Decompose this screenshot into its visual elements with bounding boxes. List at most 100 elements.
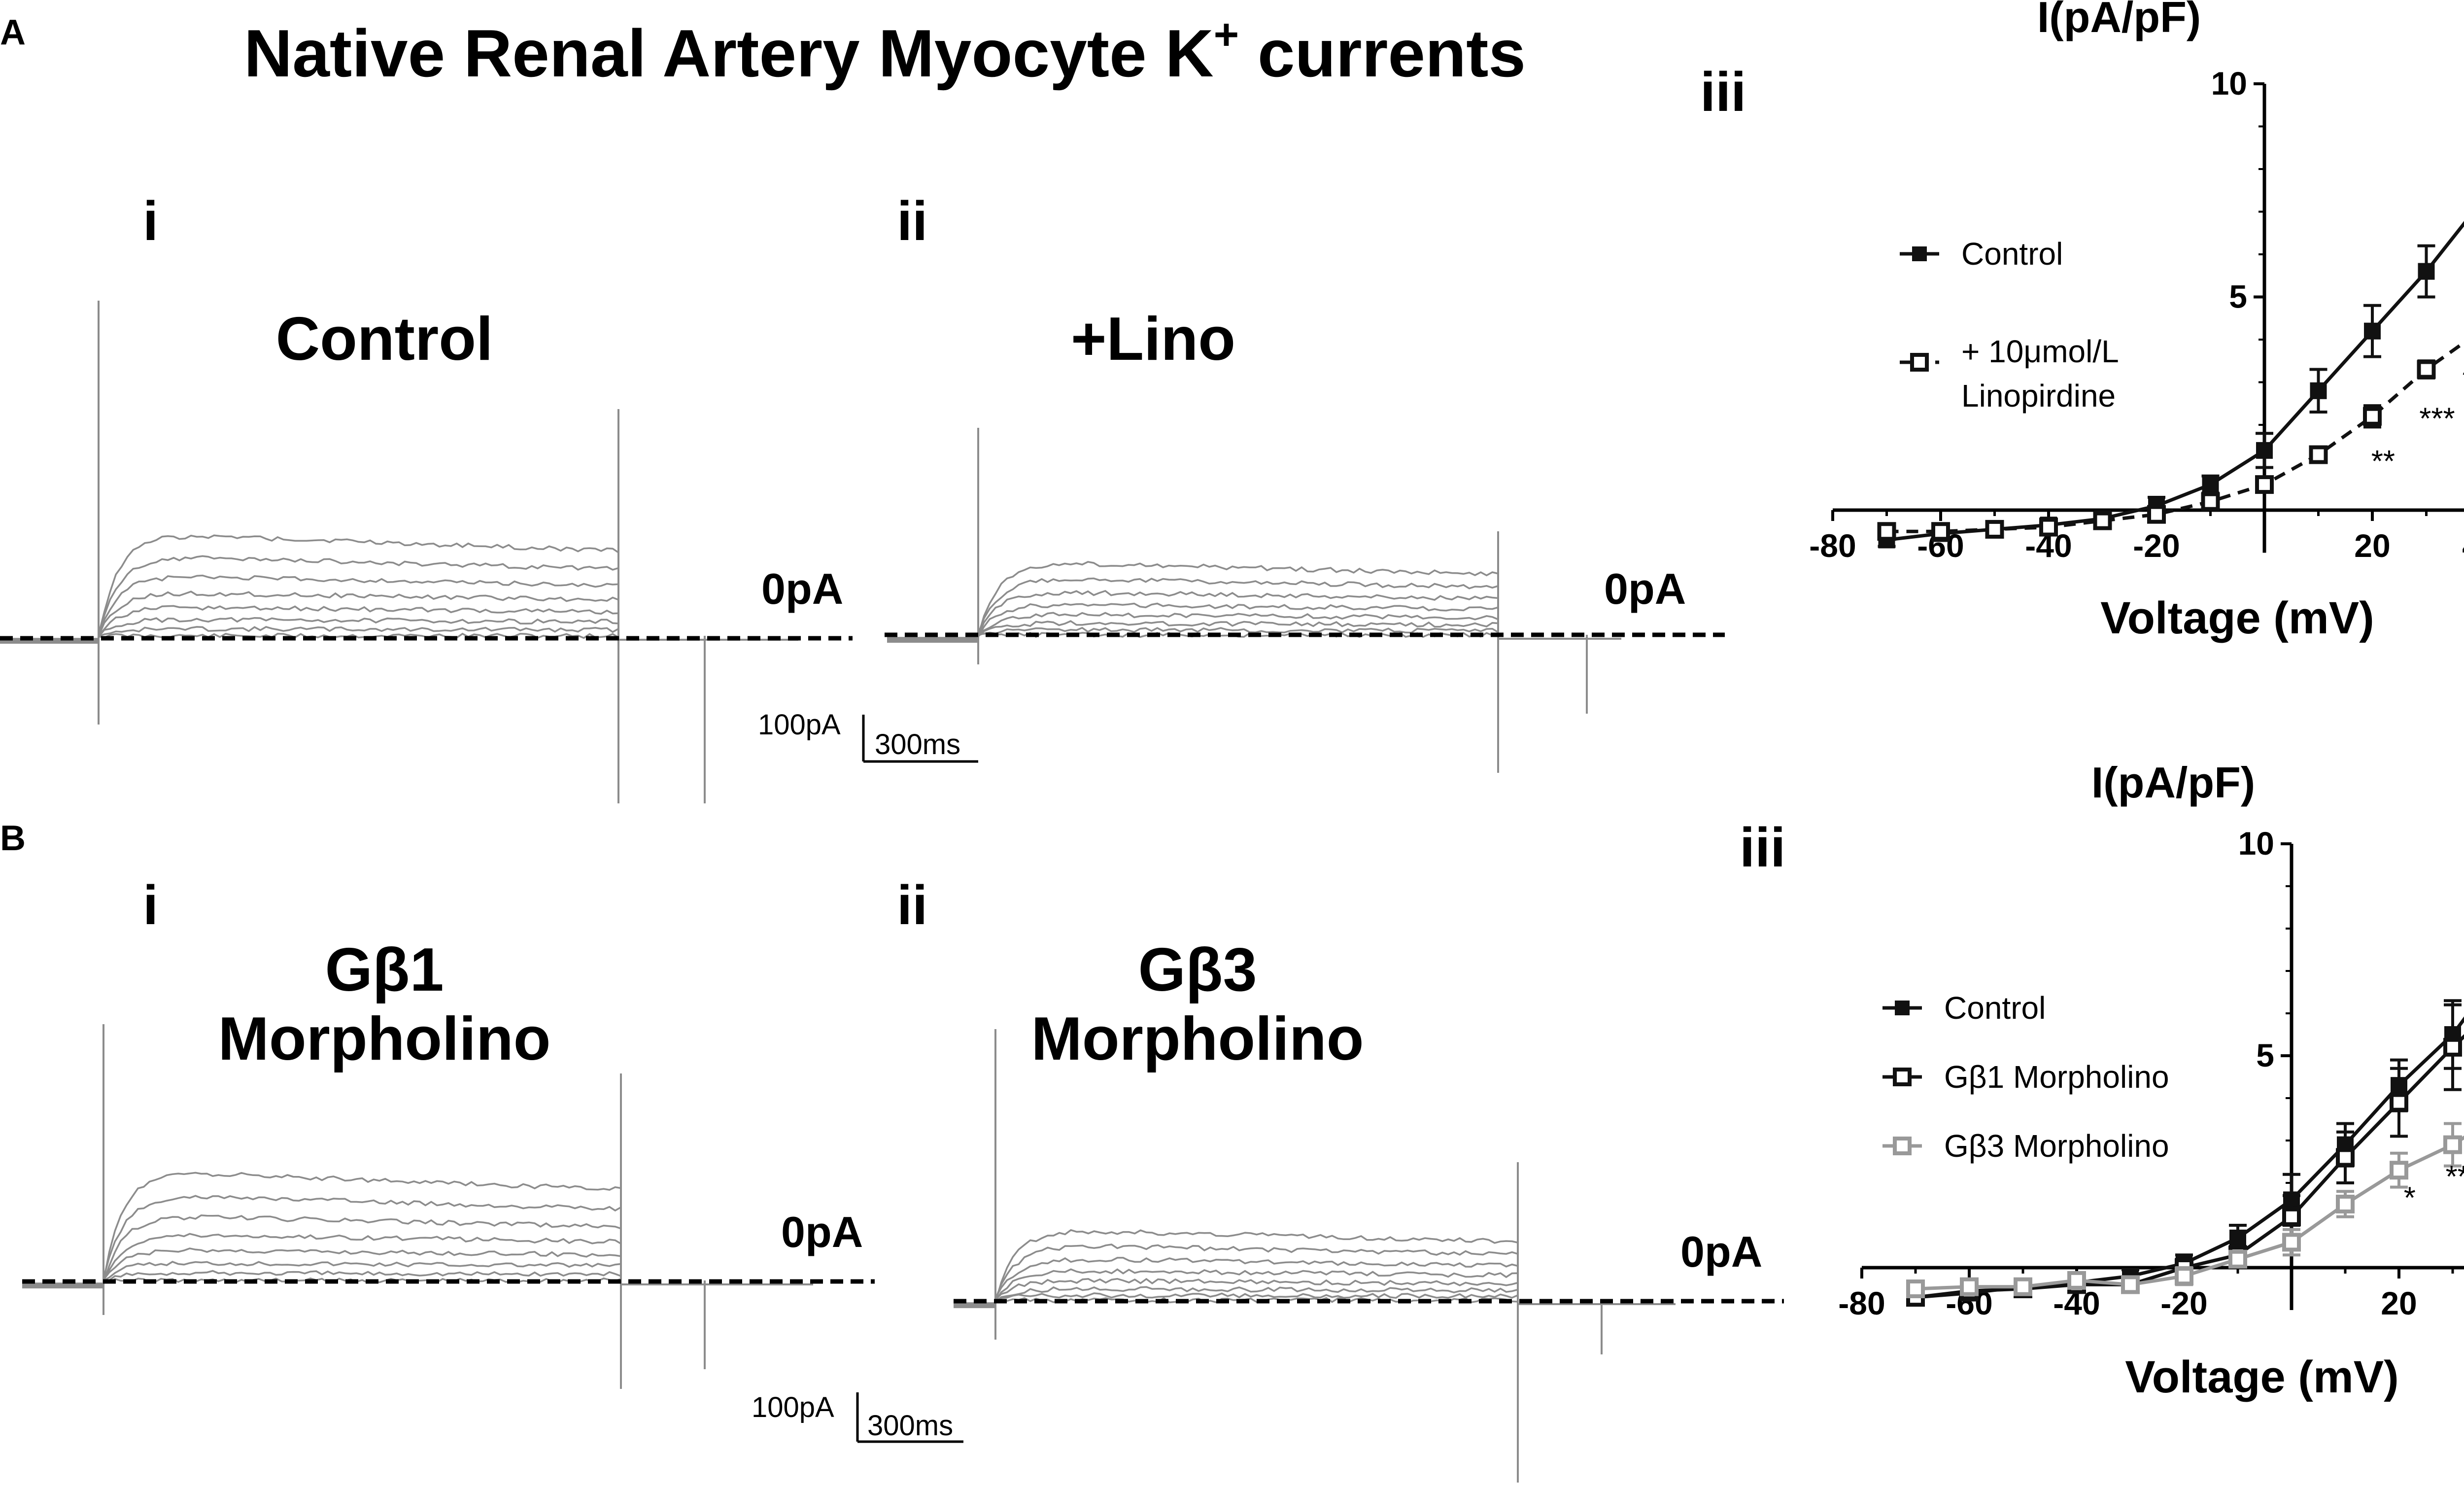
y-tick-label: 5 <box>2229 278 2247 315</box>
legend-label: Linopirdine <box>1961 378 2116 414</box>
zero-label-b-i: 0pA <box>781 1208 863 1256</box>
current-trace <box>887 561 1621 643</box>
data-point <box>2201 492 2220 511</box>
current-trace <box>0 534 798 644</box>
data-point <box>2417 360 2436 379</box>
data-point <box>2175 1267 2193 1286</box>
current-trace <box>22 1233 813 1287</box>
legend-label: Gβ3 Morpholino <box>1944 1128 2169 1164</box>
data-point <box>1985 519 2004 539</box>
legend-label: + 10μmol/L <box>1961 334 2119 369</box>
current-trace <box>0 555 798 643</box>
x-tick-label: -80 <box>1809 527 1856 564</box>
x-tick-label: 20 <box>2381 1285 2417 1321</box>
y-tick-label: 10 <box>2238 825 2274 862</box>
legend-marker <box>1893 1068 1912 1086</box>
current-trace <box>22 1277 813 1285</box>
label-b-i: i <box>143 874 158 936</box>
legend-marker <box>1910 353 1929 372</box>
legend-marker <box>1893 1137 1912 1155</box>
y-tick-label: 10 <box>2211 65 2247 102</box>
current-trace <box>954 1229 1676 1309</box>
title-tail: currents <box>1239 16 1526 91</box>
label-a-ii: ii <box>897 190 927 252</box>
data-point <box>2202 476 2219 493</box>
current-trace <box>954 1268 1676 1307</box>
label-gb1-morpholino: Morpholino <box>218 1005 551 1073</box>
current-trace <box>0 574 798 643</box>
legend-label: Control <box>1944 990 2046 1026</box>
current-trace <box>954 1286 1676 1306</box>
iv-chart-a: I(pA/pF) Voltage (mV) -80-60-40-20204051… <box>1809 0 2464 643</box>
data-point <box>2121 1275 2140 1294</box>
current-trace <box>0 605 798 642</box>
figure-title: Native Renal Artery Myocyte K+ currents <box>244 10 1526 91</box>
legend-label: Gβ1 Morpholino <box>1944 1059 2169 1095</box>
label-control: Control <box>276 305 493 373</box>
current-trace <box>0 590 798 642</box>
current-trace <box>887 626 1621 640</box>
data-point <box>2309 445 2328 464</box>
data-point <box>2228 1249 2247 1269</box>
data-point <box>2282 1233 2301 1252</box>
significance-label: *** <box>2463 364 2464 398</box>
current-trace <box>22 1195 813 1288</box>
current-trace <box>0 617 798 641</box>
data-point <box>1960 1277 1979 1296</box>
label-b-ii: ii <box>897 874 927 936</box>
title-superscript: + <box>1214 10 1239 59</box>
data-point <box>2363 407 2382 426</box>
scale-time-a: 300ms <box>875 728 960 760</box>
panel-label-a: A <box>0 13 26 52</box>
current-trace <box>954 1278 1676 1306</box>
current-traces-lino <box>887 428 1621 773</box>
current-trace <box>22 1214 813 1287</box>
x-tick-label: 40 <box>2462 527 2464 564</box>
scale-time-b: 300ms <box>867 1410 953 1442</box>
current-trace <box>954 1292 1676 1305</box>
title-main: Native Renal Artery Myocyte K <box>244 16 1214 91</box>
data-point <box>1877 522 1896 541</box>
current-traces-gb3 <box>954 1029 1676 1483</box>
current-trace <box>22 1172 813 1289</box>
data-point <box>2039 518 2058 537</box>
label-lino: +Lino <box>1071 305 1235 373</box>
current-trace <box>887 589 1621 642</box>
scale-bar-b: 100pA 300ms <box>752 1391 963 1443</box>
data-point <box>2364 322 2381 340</box>
data-point <box>2390 1161 2408 1180</box>
data-point <box>2093 511 2112 530</box>
current-trace <box>954 1257 1676 1307</box>
label-a-iii: iii <box>1700 61 1746 123</box>
current-trace <box>22 1247 813 1286</box>
data-point <box>2310 382 2327 399</box>
zero-label-a-ii: 0pA <box>1604 564 1686 613</box>
iv-chart-b: I(pA/pF) Voltage (mV) -80-60-40-20204051… <box>1838 758 2464 1402</box>
label-gb3: Gβ3 <box>1138 936 1257 1004</box>
data-point <box>2147 505 2166 524</box>
scale-current-a: 100pA <box>758 709 841 741</box>
data-point <box>2390 1093 2408 1112</box>
label-a-i: i <box>143 190 158 252</box>
panel-label-b: B <box>0 819 26 858</box>
data-point <box>2014 1277 2032 1296</box>
zero-label-b-ii: 0pA <box>1680 1227 1762 1276</box>
y-tick-label: 5 <box>2256 1037 2274 1073</box>
x-tick-label: -80 <box>1838 1285 1885 1321</box>
current-trace <box>22 1261 813 1286</box>
data-point <box>2418 263 2435 280</box>
data-point <box>2282 1207 2301 1226</box>
significance-label: * <box>2404 1181 2416 1215</box>
current-trace <box>887 612 1621 641</box>
current-traces-control <box>0 301 798 803</box>
significance-label: ** <box>2371 445 2395 479</box>
data-point <box>1906 1279 1925 1298</box>
iv-plot-b: -80-60-40-202040510******* <box>1838 825 2464 1321</box>
x-tick-label: 20 <box>2354 527 2390 564</box>
current-trace <box>0 632 798 641</box>
data-point <box>2443 1037 2462 1057</box>
iv-xlabel-a: Voltage (mV) <box>2100 593 2374 643</box>
